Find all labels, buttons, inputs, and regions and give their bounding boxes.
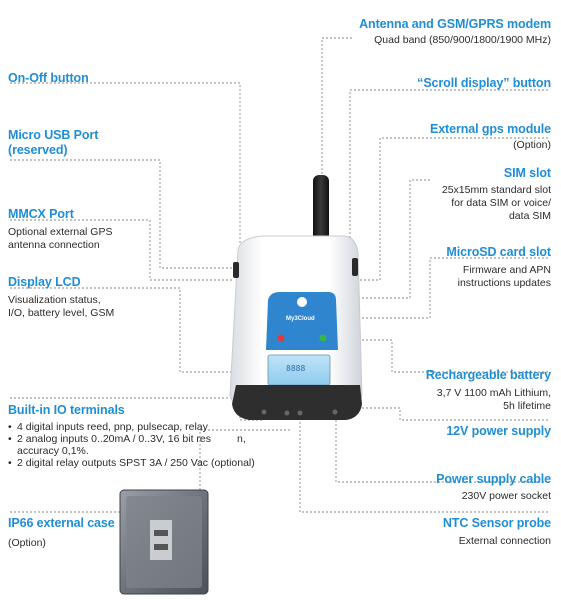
mmcx-title: MMCX Port: [8, 207, 74, 221]
device-logo-text: My3Cloud: [286, 316, 315, 322]
leader-lcd: [10, 287, 268, 373]
sim-title: SIM slot: [503, 166, 551, 180]
sim-desc-1: 25x15mm standard slot: [441, 184, 551, 196]
bottom-port-1: [261, 409, 267, 415]
microsd-title: MicroSD card slot: [446, 245, 551, 259]
io-item-1-text: 4 digital inputs reed, pnp, pulsecap, re…: [17, 421, 208, 433]
device: [229, 175, 363, 420]
leader-12v: [352, 407, 548, 421]
device-base: [232, 385, 362, 420]
scroll-title: “Scroll display” button: [417, 76, 551, 90]
sim-desc-2: for data SIM or voice/: [451, 197, 551, 209]
lcd-title: Display LCD: [8, 275, 81, 289]
front-panel: [266, 292, 338, 350]
io-item-2-text-2: accuracy 0,1%.: [17, 445, 89, 457]
onoff-title: On-Off button: [8, 71, 89, 85]
bottom-port-2: [284, 410, 290, 416]
leader-sim: [352, 179, 430, 299]
bottom-port-3: [297, 410, 303, 416]
mmcx-desc-1: Optional external GPS: [8, 226, 113, 238]
leader-usb: [10, 159, 232, 269]
io-item-2: 2 analog inputs 0..20mA / 0..3V, 16 bit …: [8, 433, 255, 457]
leader-microsd: [352, 257, 548, 319]
io-item-1: 4 digital inputs reed, pnp, pulsecap, re…: [8, 421, 255, 433]
side-button-right: [352, 258, 358, 276]
case-inner-bracket: [150, 520, 172, 560]
leader-battery: [352, 339, 548, 373]
gps-title: External gps module: [429, 122, 551, 136]
ip66-case: [119, 489, 209, 595]
antenna-desc: Quad band (850/900/1800/1900 MHz): [374, 34, 551, 46]
io-item-2-text: 2 analog inputs 0..20mA / 0..3V, 16 bit …: [17, 433, 211, 445]
usb-title-1: Micro USB Port: [8, 128, 99, 142]
leader-mmcx: [10, 219, 232, 281]
cable-desc: 230V power socket: [461, 490, 551, 502]
cable-title: Power supply cable: [436, 472, 551, 486]
io-item-3: 2 digital relay outputs SPST 3A / 250 Va…: [8, 457, 255, 469]
io-title: Built-in IO terminals: [8, 403, 125, 417]
leader-cable: [335, 420, 548, 483]
io-item-3-text: 2 digital relay outputs SPST 3A / 250 Va…: [17, 457, 255, 469]
bottom-port-4: [332, 409, 338, 415]
leader-antenna: [321, 37, 352, 175]
microsd-desc-1: Firmware and APN: [462, 264, 551, 276]
antenna: [313, 175, 329, 245]
sim-desc-3: data SIM: [508, 210, 551, 222]
battery-desc-2: 5h lifetime: [503, 400, 551, 412]
leader-ntc: [299, 422, 548, 513]
mmcx-desc-2: antenna connection: [8, 239, 100, 251]
power12-title: 12V power supply: [446, 424, 551, 438]
led-red: [277, 334, 285, 342]
case-screw-1: [154, 530, 168, 536]
brand-logo: [297, 297, 307, 307]
side-button-left: [233, 262, 239, 278]
leader-onoff: [10, 82, 241, 250]
io-item-2-text-end: n,: [237, 433, 246, 445]
led-green: [319, 334, 327, 342]
ntc-title: NTC Sensor probe: [442, 516, 551, 530]
gps-desc: (Option): [513, 139, 551, 151]
battery-title: Rechargeable battery: [425, 368, 551, 382]
leader-scroll: [349, 89, 548, 245]
ip66-title: IP66 external case: [8, 516, 115, 530]
lcd-desc-1: Visualization status,: [8, 294, 101, 306]
case-screw-2: [154, 544, 168, 550]
ntc-desc: External connection: [458, 535, 551, 547]
lcd-readout: 8888: [286, 364, 306, 373]
io-list: 4 digital inputs reed, pnp, pulsecap, re…: [8, 421, 255, 469]
battery-desc-1: 3,7 V 1100 mAh Lithium,: [436, 387, 551, 399]
ip66-desc: (Option): [8, 537, 46, 549]
lcd-desc-2: I/O, battery level, GSM: [8, 307, 115, 319]
microsd-desc-2: instructions updates: [457, 277, 551, 289]
usb-title-2: (reserved): [8, 143, 68, 157]
antenna-title: Antenna and GSM/GPRS modem: [359, 17, 551, 31]
leader-gps: [353, 137, 548, 281]
